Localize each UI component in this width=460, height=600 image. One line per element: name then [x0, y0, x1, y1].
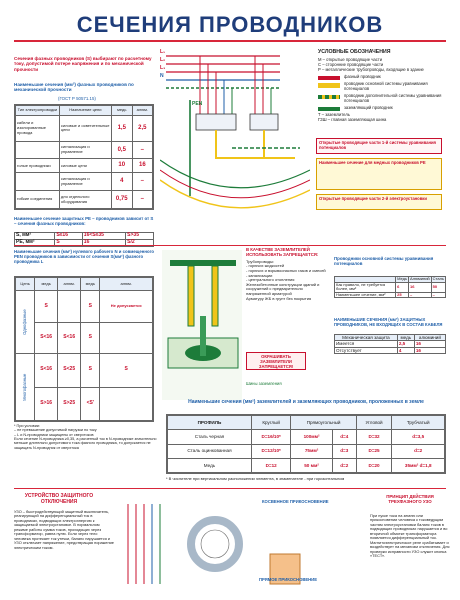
wiring-diagram: [166, 55, 300, 196]
legend-abbrev: С – сторонние проводящие части: [318, 61, 384, 67]
bottom-divider: [14, 488, 446, 489]
label-L1: L₁: [160, 49, 166, 55]
legend-item: проводник основной системы уравнивания п…: [318, 82, 450, 92]
n-table-notes: * При условии: – не превышение допустимо…: [14, 424, 157, 450]
legend-item: ГЗШ – главная заземляющая шина: [318, 116, 387, 122]
legend-abbrev: М – открытые проводящие части: [318, 56, 383, 62]
equip-table: Медь Алюминий Сталь Как правило, не треб…: [333, 276, 447, 299]
table-row: Медь D=12 50 мм² d=2 D=20 35мм² d=1,8: [167, 457, 445, 474]
uzo-label-direct: ПРЯМОЕ ПРИКОСНОВЕНИЕ: [259, 577, 317, 582]
legend-title: УСЛОВНЫЕ ОБОЗНАЧЕНИЯ: [318, 49, 391, 55]
intro-subtitle: Наименьшие сечения (мм²) фазных проводни…: [14, 82, 134, 93]
mech-header: алюм.: [131, 105, 154, 116]
table-row: Как правило, не требуется более, мм² 6 1…: [333, 281, 447, 293]
legend-item: проводник дополнительной системы уравнив…: [318, 93, 450, 104]
uzo-principle-body: При пуске тока на землю или прикосновени…: [370, 513, 450, 559]
uzo-label-indirect: КОСВЕННОЕ ПРИКОСНОВЕНИЕ: [262, 499, 329, 504]
table-row: S>16 S>25 <S': [16, 386, 153, 422]
section-divider: [14, 245, 446, 246]
n-table: Цепь медь алюм. медь алюм. Однофазные S …: [14, 276, 154, 422]
table-row: голые проводники силовые цепи 10 16: [15, 158, 154, 174]
extra-bonding-swatch: [318, 95, 340, 100]
uzo-heading: УСТРОЙСТВО ЗАЩИТНОГО ОТКЛЮЧЕНИЯ: [24, 493, 94, 505]
legend-item: Т – заземлитель: [318, 111, 350, 117]
decorative-curve: [160, 159, 310, 209]
profile-footnote: * В числителе при вертикальном расположе…: [166, 476, 345, 481]
mech-table: Тип электропроводки Назначение цепи медь…: [14, 104, 154, 210]
uzo-diagram: [127, 504, 301, 585]
label-PEN: PEN: [192, 101, 203, 107]
table-row: Многофазные S<16 S<25 S S: [15, 353, 153, 421]
mech-header: Назначение цепи: [58, 105, 112, 116]
material-heading: НАИМЕНЬШИЕ СЕЧЕНИЯ (мм²) ЗАЩИТНЫХ ПРОВОД…: [334, 317, 443, 327]
page-title: СЕЧЕНИЯ ПРОВОДНИКОВ: [76, 12, 384, 37]
intro-gost: (ГОСТ Р 50571.15): [58, 96, 96, 101]
table-row: Однофазные S S Не допускается: [15, 290, 153, 354]
equip-heading: Проводники основной системы уравнивания …: [334, 256, 434, 267]
material-table: Механическая защита медь алюминий Имеетс…: [334, 333, 447, 354]
info-box-3: Открытые проводящие части 2-й электроуст…: [316, 194, 442, 210]
table-row: гибкие соединения для отдельного оборудо…: [15, 190, 154, 209]
intro-text: Сечения фазных проводников (S) выбирают …: [14, 56, 152, 72]
table-row: Сталь черная D=16/10* 100мм² d=4 D=32 d=…: [167, 429, 445, 445]
info-box-2: Наименьшее сечение для медных проводнико…: [316, 158, 442, 190]
profile-table: ПРОФИЛЬ Круглый Прямоугольный Угловой Тр…: [166, 414, 446, 474]
table-row: сигнализация и управление 0,5 –: [15, 140, 154, 160]
table-row: S<16 S<16 S: [16, 321, 153, 355]
phase-swatch: [318, 76, 340, 81]
legend-item: фазный проводник: [318, 75, 450, 81]
main-bonding-swatch: [318, 83, 340, 89]
uzo-body: УЗО – быстродействующий защитный выключа…: [14, 509, 114, 550]
ground-bar-illustration: [167, 260, 239, 369]
forbidden-list: В КАЧЕСТВЕ ЗАЗЕМЛИТЕЛЕЙ ИСПОЛЬЗОВАТЬ ЗАП…: [246, 247, 326, 301]
warning-box: ОКРАШИВАТЬ ЗАЗЕМЛИТЕЛИ ЗАПРЕЩАЕТСЯ!: [246, 352, 306, 370]
mech-header: медь: [110, 105, 133, 116]
profile-heading: Наименьшие сечения (мм²) заземлителей и …: [188, 399, 424, 405]
label-N: N: [160, 73, 164, 79]
table-row: Отсутствует 4 16: [334, 346, 447, 354]
table-row: Сталь оцинкованная D=12/10* 75мм² d=3 D=…: [167, 443, 445, 459]
table-row: сигнализация и управление 4 –: [15, 172, 154, 192]
label-L3: L₃: [160, 65, 166, 71]
legend-item: заземляющий проводник: [318, 105, 450, 111]
n-table-heading: Наименьшие сечения (мм²) нулевого рабоче…: [14, 249, 154, 264]
earth-swatch: [318, 106, 340, 111]
legend: УСЛОВНЫЕ ОБОЗНАЧЕНИЯ М – открытые провод…: [318, 49, 450, 122]
info-box-1: Открытые проводящие части 1-й системы ур…: [316, 138, 442, 154]
mech-header: Тип электропроводки: [15, 105, 60, 116]
ground-label: Шины заземления: [246, 381, 282, 386]
legend-abbrev: Р – металлические трубопроводы, входящие…: [318, 66, 424, 72]
label-L2: L₂: [160, 57, 166, 63]
table-row: Наименьшее сечение, мм² 25 – –: [333, 291, 447, 299]
table-row: кабели и изолированные провода силовые и…: [15, 114, 154, 142]
pe-heading: Наименьшее сечение защитных PE – проводн…: [14, 216, 154, 227]
title-underline: [14, 40, 446, 42]
uzo-principle-heading: ПРИНЦИП ДЕЙСТВИЯ ТРЕХФАЗНОГО УЗО: [386, 494, 434, 505]
